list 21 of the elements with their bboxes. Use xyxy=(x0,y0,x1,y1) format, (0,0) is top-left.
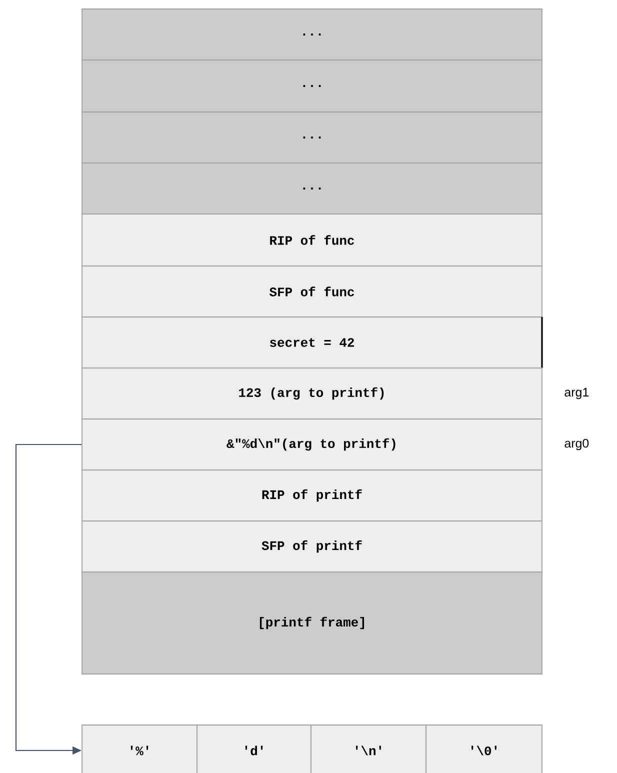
node-label: '\n' xyxy=(356,746,382,756)
array-cell: '%' xyxy=(82,724,198,773)
stack-slot: ... xyxy=(82,60,542,112)
stack-slot: ... xyxy=(82,112,542,164)
stack-slot: secret = 42 xyxy=(82,316,543,368)
stack-slot: 123 (arg to printf) xyxy=(82,368,542,420)
side-label: arg1 xyxy=(564,388,588,400)
stack-slot: &"%d\n"(arg to printf) xyxy=(82,418,542,470)
stack-slot: SFP of printf xyxy=(82,520,542,572)
node-label: 'd' xyxy=(245,746,263,756)
stack-slot: ... xyxy=(82,8,542,60)
stack-slot: ... xyxy=(82,162,542,214)
stack-slot: RIP of func xyxy=(82,214,542,266)
array-cell: '\0' xyxy=(426,724,542,773)
stack-slot: RIP of printf xyxy=(82,470,542,522)
node-label: '%' xyxy=(130,746,148,756)
array-cell: 'd' xyxy=(196,724,312,773)
stack-slot: [printf frame] xyxy=(82,572,542,674)
side-label: arg0 xyxy=(564,438,589,450)
stack-slot: SFP of func xyxy=(82,266,542,318)
array-cell: '\n' xyxy=(310,724,426,773)
